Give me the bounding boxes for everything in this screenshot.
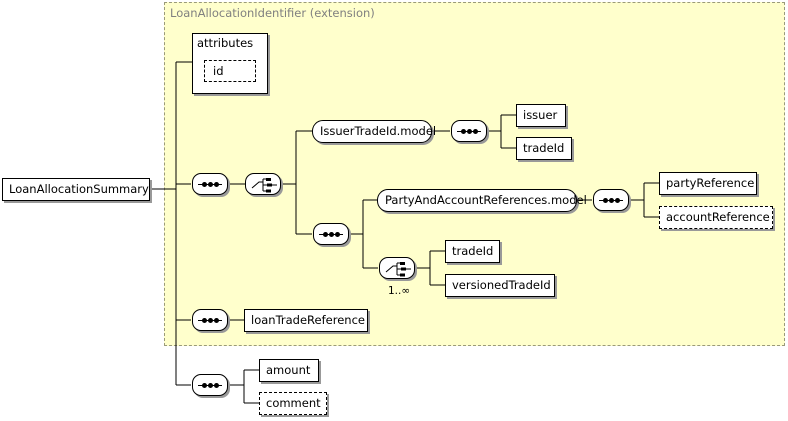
element-account-reference[interactable]: accountReference [659, 206, 773, 229]
element-label: loanTradeReference [251, 313, 365, 327]
group-label: IssuerTradeId.model [320, 124, 437, 138]
element-versioned-trade-id[interactable]: versionedTradeId [445, 274, 555, 297]
element-label: issuer [523, 108, 558, 122]
element-loan-trade-reference[interactable]: loanTradeReference [244, 309, 368, 332]
element-party-reference[interactable]: partyReference [659, 172, 757, 195]
attributes-title: attributes [197, 36, 254, 50]
element-trade-id-choice[interactable]: tradeId [445, 240, 500, 263]
sequence-icon[interactable] [451, 120, 487, 142]
sequence-icon[interactable] [192, 309, 228, 331]
element-amount[interactable]: amount [259, 359, 319, 382]
choice-icon[interactable] [245, 173, 281, 195]
root-element-label: LoanAllocationSummary [9, 182, 149, 196]
element-comment[interactable]: comment [259, 392, 327, 415]
attributes-box[interactable]: attributes id [192, 33, 268, 94]
element-label: amount [266, 363, 311, 377]
element-label: partyReference [666, 176, 755, 190]
sequence-icon[interactable] [593, 189, 629, 211]
choice-icon[interactable] [379, 257, 415, 279]
group-label: PartyAndAccountReferences.model [385, 193, 587, 207]
group-issuer-trade-id-model[interactable]: IssuerTradeId.model [312, 120, 436, 143]
attribute-id[interactable]: id [204, 60, 256, 82]
element-label: comment [266, 396, 321, 410]
element-label: accountReference [666, 210, 770, 224]
group-party-and-account-references-model[interactable]: PartyAndAccountReferences.model [377, 189, 587, 212]
sequence-icon[interactable] [192, 374, 228, 396]
sequence-icon[interactable] [192, 173, 228, 195]
sequence-icon[interactable] [313, 223, 349, 245]
occurrence-label: 1..∞ [388, 285, 411, 297]
element-issuer[interactable]: issuer [516, 104, 566, 127]
element-label: tradeId [523, 141, 565, 155]
element-label: versionedTradeId [452, 278, 551, 292]
element-trade-id[interactable]: tradeId [516, 137, 572, 160]
extension-label: LoanAllocationIdentifier (extension) [170, 6, 375, 20]
element-label: tradeId [452, 244, 494, 258]
root-element[interactable]: LoanAllocationSummary [2, 178, 150, 201]
